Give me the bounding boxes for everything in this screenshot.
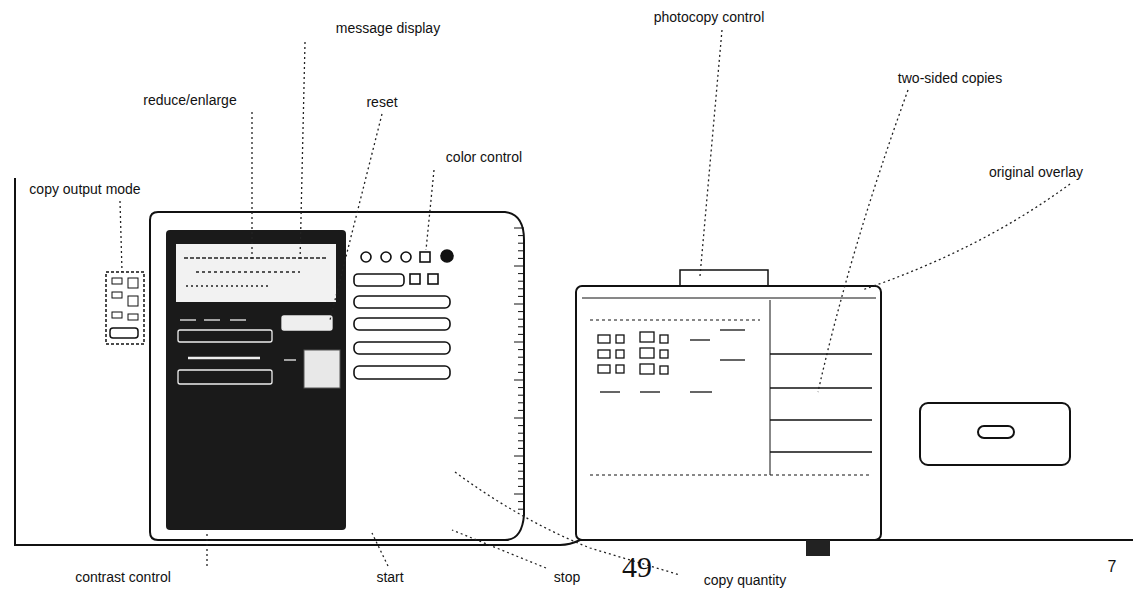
ruler-tick: [518, 440, 524, 441]
callout-label: photocopy control: [652, 9, 767, 25]
ruler-tick: [518, 509, 524, 510]
ruler-tick: [518, 250, 524, 251]
page-number: 49: [620, 551, 654, 583]
start-button: [304, 350, 340, 388]
output-mode-slot: [106, 272, 144, 344]
callout-label: color control: [444, 149, 524, 165]
dark-control-area: [166, 230, 346, 530]
panel-buttons: [354, 250, 453, 379]
ruler-tick: [518, 402, 524, 403]
callout-label: stop: [552, 569, 582, 585]
ruler-tick: [514, 380, 524, 381]
leader-lines: [120, 30, 1070, 575]
ruler-tick: [518, 372, 524, 373]
machine-body: [15, 178, 1133, 545]
side-panel: [920, 403, 1070, 465]
ruler-tick: [518, 349, 524, 350]
ruler-tick: [518, 486, 524, 487]
ruler-tick: [518, 258, 524, 259]
ruler-tick: [518, 501, 524, 502]
callout-label: reset: [364, 94, 399, 110]
ruler-tick: [518, 410, 524, 411]
ruler-tick: [518, 387, 524, 388]
callout-label: start: [374, 569, 405, 585]
ruler-tick: [514, 266, 524, 267]
ruler-tick: [518, 364, 524, 365]
ruler-tick: [518, 319, 524, 320]
ruler-tick: [514, 342, 524, 343]
ruler-tick: [518, 448, 524, 449]
ruler-tick: [518, 471, 524, 472]
ruler-tick: [518, 243, 524, 244]
second-panel: [576, 270, 881, 540]
ruler-tick: [518, 425, 524, 426]
callout-label: original overlay: [987, 164, 1085, 180]
ruler-tick: [518, 311, 524, 312]
callout-label: two-sided copies: [896, 70, 1004, 86]
ruler-tick: [514, 418, 524, 419]
ruler-tick: [518, 273, 524, 274]
callout-label: reduce/enlarge: [141, 92, 238, 108]
callout-label: copy output mode: [27, 181, 142, 197]
ruler-tick: [518, 357, 524, 358]
ruler-tick: [514, 304, 524, 305]
ruler-tick: [514, 494, 524, 495]
second-panel-keys: [598, 330, 745, 392]
ruler-tick: [514, 228, 524, 229]
ruler-tick: [518, 334, 524, 335]
ruler-tick: [518, 395, 524, 396]
callout-label: 7: [1106, 558, 1119, 576]
callout-label: contrast control: [73, 569, 173, 585]
main-panel: [150, 212, 524, 540]
ruler-tick: [518, 235, 524, 236]
ruler-tick: [518, 296, 524, 297]
ruler-tick: [518, 326, 524, 327]
ruler-tick: [518, 478, 524, 479]
callout-label: message display: [334, 20, 442, 36]
ruler-tick: [518, 288, 524, 289]
ruler-tick: [518, 463, 524, 464]
ruler-tick: [518, 281, 524, 282]
screen-characters: [184, 258, 326, 286]
callout-label: copy quantity: [702, 572, 789, 588]
ruler-tick: [514, 456, 524, 457]
panel-foot: [806, 540, 830, 556]
display-screen: [176, 244, 336, 302]
panel-ruler-ticks: [514, 228, 524, 509]
ruler-tick: [518, 433, 524, 434]
